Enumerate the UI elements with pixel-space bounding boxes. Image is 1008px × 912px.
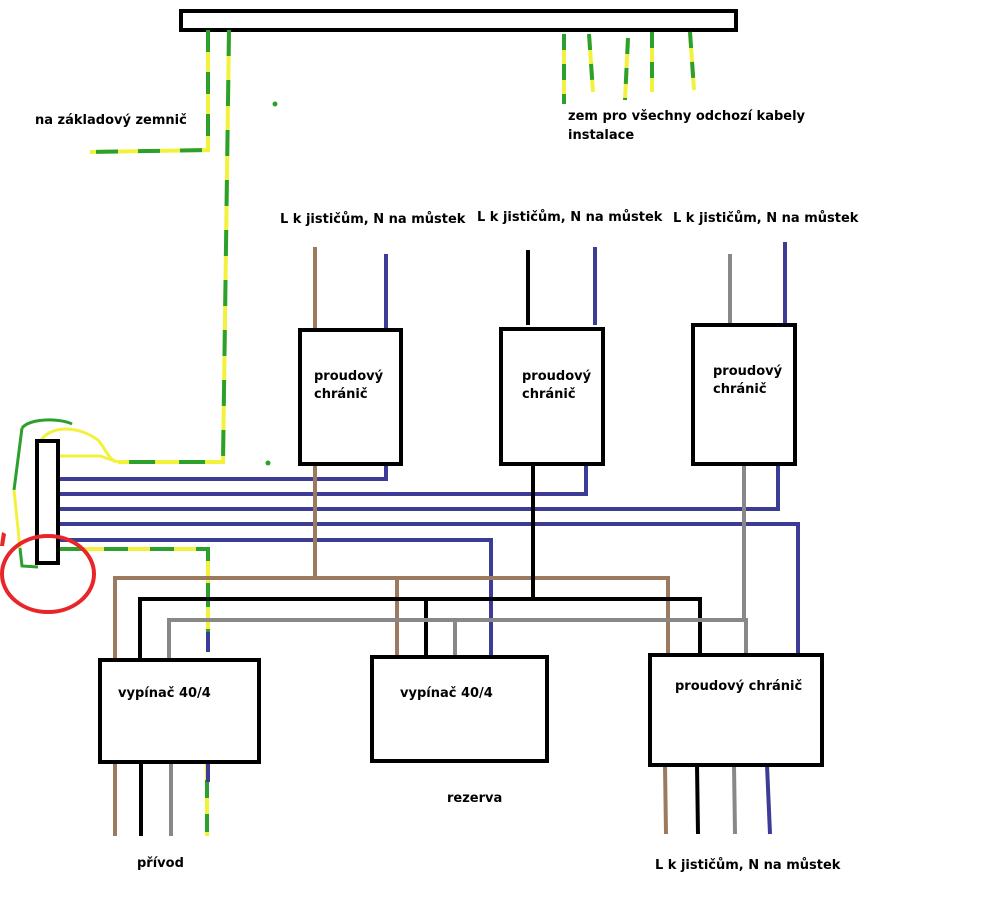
pe-busbar: [179, 9, 738, 32]
rcd1-label-1: proudový: [314, 369, 384, 384]
rcd3-label-2: chránič: [713, 382, 767, 397]
phase-conductors: [113, 247, 748, 836]
rcd2-label-1: proudový: [522, 369, 592, 384]
label-spare: rezerva: [447, 791, 502, 806]
stray-dot: [265, 460, 271, 466]
rcd-box-3: [691, 323, 797, 466]
rcd-main-label: proudový chránič: [675, 679, 802, 694]
label-rcd3-outputs: L k jističům, N na můstek: [673, 211, 859, 226]
label-foundation-earth: na základový zemnič: [35, 113, 187, 128]
label-outgoing-earth-2: instalace: [568, 128, 634, 143]
rcd2-label-2: chránič: [522, 387, 576, 402]
rcd3-label-1: proudový: [713, 364, 783, 379]
main-switch-box: [98, 658, 261, 764]
terminal-block: [35, 439, 60, 565]
label-supply: přívod: [137, 856, 184, 871]
pe-conductors: [12, 29, 696, 836]
label-outgoing-earth: zem pro všechny odchozí kabely: [568, 109, 806, 124]
rcd-box-1: [298, 328, 403, 466]
highlight-mark: [0, 532, 6, 546]
label-rcd-main-outputs: L k jističům, N na můstek: [655, 858, 841, 873]
main-switch-label: vypínač 40/4: [118, 686, 211, 701]
label-rcd2-outputs: L k jističům, N na můstek: [477, 210, 663, 225]
label-rcd1-outputs: L k jističům, N na můstek: [280, 212, 466, 227]
rcd1-label-2: chránič: [314, 387, 368, 402]
highlight-circle: [0, 534, 96, 614]
rcd-box-2: [499, 327, 605, 466]
neutral-conductors: [58, 242, 800, 835]
spare-switch-box: [370, 655, 549, 763]
stray-dot: [272, 101, 278, 107]
rcd-box-main: [648, 653, 824, 767]
spare-switch-label: vypínač 40/4: [400, 686, 493, 701]
